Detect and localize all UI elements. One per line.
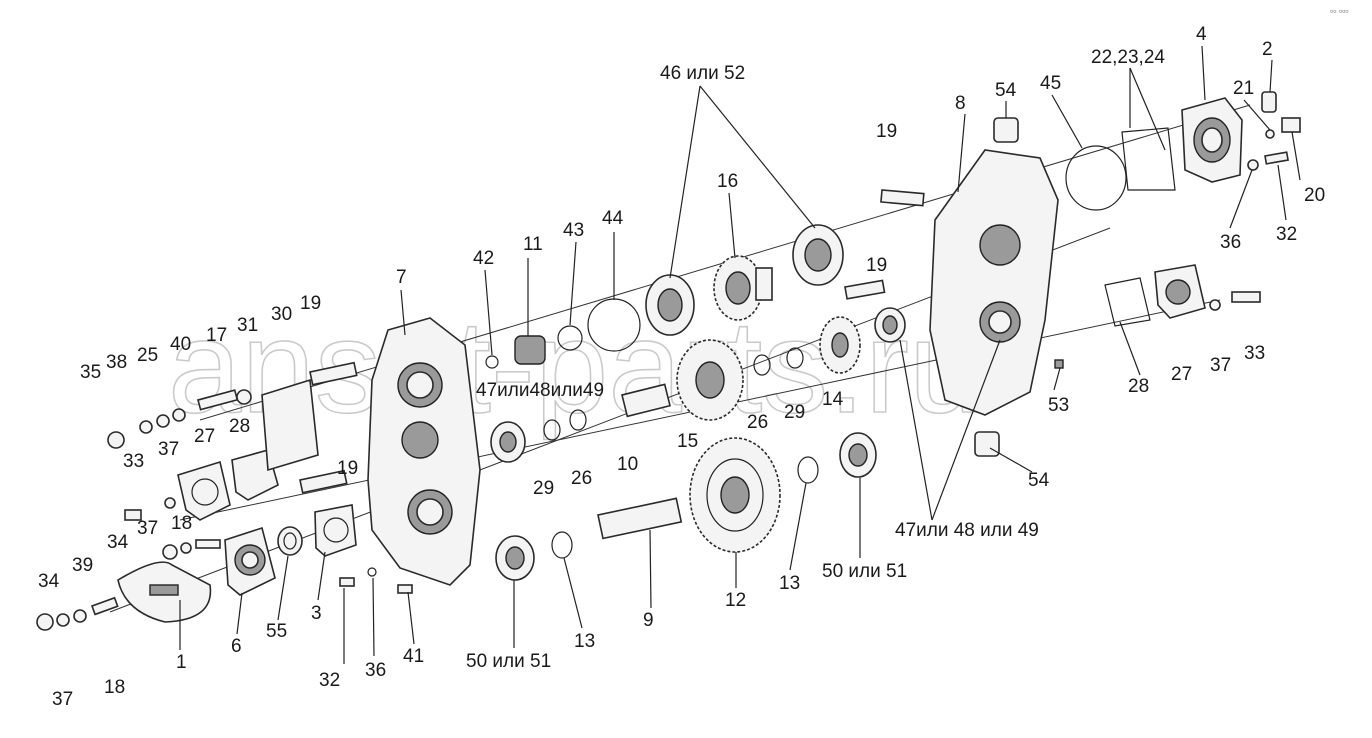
part-gasket-22-24 <box>1121 127 1176 191</box>
part-flange-27-right <box>1104 264 1261 327</box>
label-part-13b: 13 <box>779 573 800 594</box>
label-part-37d: 37 <box>1210 355 1231 376</box>
label-part-29b: 29 <box>784 402 805 423</box>
label-part-47-49a: 47или48или49 <box>476 380 604 401</box>
label-part-13a: 13 <box>574 631 595 652</box>
part-seal-55 <box>277 526 303 556</box>
part-gear-14 <box>819 316 861 374</box>
label-part-19d: 19 <box>876 121 897 142</box>
label-part-46-52: 46 или 52 <box>660 63 745 84</box>
label-part-31: 31 <box>237 315 258 336</box>
label-part-45: 45 <box>1040 73 1061 94</box>
part-gear-15 <box>676 339 744 421</box>
label-part-16: 16 <box>717 171 738 192</box>
label-part-42: 42 <box>473 248 494 269</box>
label-part-38: 38 <box>106 352 127 373</box>
label-part-19b: 19 <box>337 458 358 479</box>
part-bearing-47-right <box>874 307 906 343</box>
label-part-33a: 33 <box>123 451 144 472</box>
label-part-11: 11 <box>523 234 543 255</box>
label-part-26b: 26 <box>747 412 768 433</box>
part-shaft-9 <box>597 497 683 540</box>
label-part-12: 12 <box>725 590 746 611</box>
part-bolts-left <box>36 389 252 631</box>
label-part-26a: 26 <box>571 468 592 489</box>
part-flange-27-left <box>177 460 231 521</box>
label-part-25: 25 <box>137 345 158 366</box>
part-pins-19 <box>299 189 925 494</box>
part-rings-26-29 <box>753 347 804 376</box>
label-part-54b: 54 <box>1028 470 1050 491</box>
label-part-37c: 37 <box>52 689 73 710</box>
label-part-39: 39 <box>72 555 93 576</box>
label-part-30: 30 <box>271 304 292 325</box>
part-cover-shield <box>117 561 212 623</box>
part-bearings-46-52 <box>645 224 844 336</box>
label-part-6: 6 <box>231 636 242 657</box>
label-part-28b: 28 <box>1128 376 1149 397</box>
label-part-33b: 33 <box>1244 343 1265 364</box>
label-part-2: 2 <box>1262 39 1273 60</box>
part-small-near-housing <box>339 567 413 594</box>
label-part-8: 8 <box>955 93 966 114</box>
label-part-44: 44 <box>602 208 624 229</box>
label-part-35: 35 <box>80 362 101 383</box>
label-part-19a: 19 <box>300 293 321 314</box>
label-part-21: 21 <box>1233 78 1254 99</box>
label-part-18a: 18 <box>171 513 192 534</box>
part-labels: 1 2 3 4 6 7 8 9 10 11 12 13 13 14 15 16 … <box>38 24 1325 710</box>
label-part-22-24: 22,23,24 <box>1091 47 1165 68</box>
label-part-36a: 36 <box>365 660 386 681</box>
label-part-10: 10 <box>617 454 638 475</box>
part-fittings-right <box>1247 91 1301 171</box>
label-part-54a: 54 <box>995 80 1017 101</box>
part-gear-16 <box>713 255 773 321</box>
part-shaft-10 <box>621 383 671 418</box>
label-part-53: 53 <box>1048 395 1069 416</box>
label-part-4: 4 <box>1196 24 1207 45</box>
label-part-34b: 34 <box>38 571 60 592</box>
label-part-7: 7 <box>396 267 407 288</box>
label-part-50-51a: 50 или 51 <box>466 651 551 672</box>
label-part-19c: 19 <box>866 255 887 276</box>
label-part-43: 43 <box>563 220 584 241</box>
part-oring-45 <box>1065 145 1127 211</box>
label-part-17: 17 <box>206 325 227 346</box>
part-housing-7 <box>367 317 481 586</box>
part-cover-4 <box>1181 97 1243 183</box>
label-part-9: 9 <box>643 610 654 631</box>
label-part-41: 41 <box>403 646 424 667</box>
label-part-32a: 32 <box>319 670 340 691</box>
part-bearings-50-51 <box>495 432 877 581</box>
part-housing-8 <box>929 149 1064 416</box>
label-part-14: 14 <box>822 389 844 410</box>
label-part-37a: 37 <box>158 439 179 460</box>
label-part-18b: 18 <box>104 677 125 698</box>
label-part-1: 1 <box>176 652 187 673</box>
label-part-29a: 29 <box>533 478 554 499</box>
label-part-47-49b: 47или 48 или 49 <box>895 520 1039 541</box>
part-bearing-47-left <box>490 409 587 463</box>
label-part-34a: 34 <box>107 532 129 553</box>
label-part-27a: 27 <box>194 426 215 447</box>
label-part-15: 15 <box>677 431 698 452</box>
label-part-20: 20 <box>1304 185 1325 206</box>
label-part-32b: 32 <box>1276 224 1297 245</box>
label-part-28a: 28 <box>229 416 250 437</box>
part-gear-12 <box>689 437 781 553</box>
label-part-27b: 27 <box>1171 364 1192 385</box>
part-gasket-28-left <box>231 449 279 501</box>
corner-mark: ▫▫ ▫▫▫ <box>1330 6 1348 16</box>
label-part-37b: 37 <box>137 518 158 539</box>
label-part-3: 3 <box>311 603 322 624</box>
label-part-40: 40 <box>170 334 191 355</box>
part-gasket-3 <box>314 504 357 557</box>
label-part-36b: 36 <box>1220 232 1241 253</box>
label-part-50-51b: 50 или 51 <box>822 561 907 582</box>
part-cover-plate-30 <box>261 378 319 472</box>
leader-lines <box>179 45 1301 664</box>
part-flange-6 <box>224 526 276 596</box>
label-part-55: 55 <box>266 621 287 642</box>
